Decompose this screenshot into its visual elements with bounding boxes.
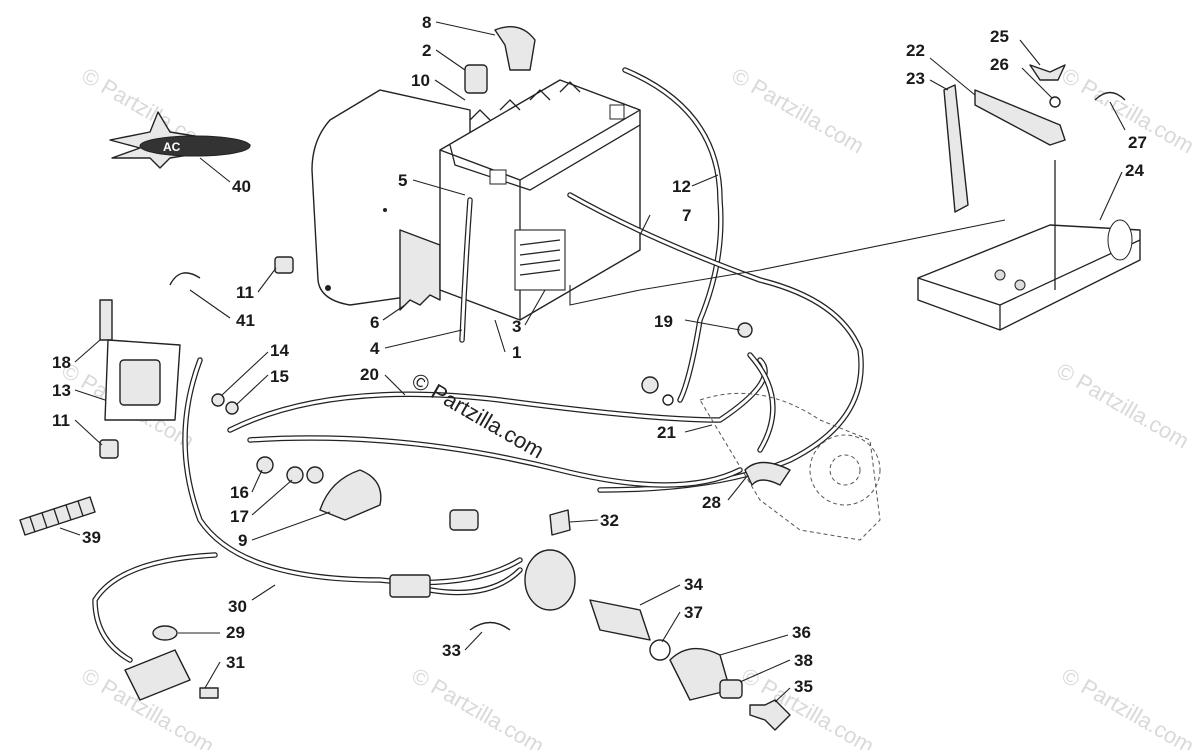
- callout-39: 39: [82, 528, 101, 547]
- main-cable-part: [227, 357, 768, 488]
- decal-logo-part: AC: [109, 111, 251, 169]
- washer-part: [211, 393, 225, 407]
- callout-9: 9: [238, 531, 247, 550]
- nut-part: [737, 322, 753, 338]
- callout-16: 16: [230, 483, 249, 502]
- positive-cable-part: [622, 67, 724, 403]
- ring-part: [469, 621, 511, 631]
- battery-part: [439, 79, 641, 321]
- starter-motor-reference: [699, 392, 881, 541]
- callout-18: 18: [52, 353, 71, 372]
- battery-tray-part: [917, 160, 1141, 331]
- callout-13: 13: [52, 381, 71, 400]
- callout-2: 2: [422, 41, 431, 60]
- callout-38: 38: [794, 651, 813, 670]
- logo-text: AC: [163, 140, 181, 154]
- callout-21: 21: [657, 423, 676, 442]
- callout-35: 35: [794, 677, 813, 696]
- callout-5: 5: [398, 171, 407, 190]
- callout-27: 27: [1128, 133, 1147, 152]
- watermark: © Partzilla.com: [408, 663, 549, 750]
- starter-cable-part: [747, 352, 776, 453]
- callout-3: 3: [512, 317, 521, 336]
- wiring-harness-part: [92, 357, 523, 663]
- callout-31: 31: [226, 653, 245, 672]
- retaining-ring-part: [1094, 91, 1126, 101]
- watermark: © Partzilla.com: [1058, 663, 1199, 750]
- hold-down-bracket-part: [943, 84, 969, 213]
- callout-7: 7: [682, 206, 691, 225]
- watermark-center: © Partzilla.com: [408, 368, 549, 464]
- nut-part: [306, 466, 324, 484]
- plug-part: [389, 574, 431, 598]
- tray-leader: [639, 219, 1006, 291]
- watermark: © Partzilla.com: [728, 63, 869, 159]
- wing-nut-part: [1029, 64, 1066, 81]
- solenoid-part: [99, 299, 181, 459]
- plug-part: [449, 509, 479, 531]
- callout-20: 20: [360, 365, 379, 384]
- fuse-part: [199, 687, 219, 699]
- callout-30: 30: [228, 597, 247, 616]
- ignition-switch-part: [524, 549, 651, 641]
- callout-26: 26: [990, 55, 1009, 74]
- vent-plug-part: [464, 64, 488, 94]
- callout-19: 19: [654, 312, 673, 331]
- ring-part: [169, 272, 201, 286]
- key-part: [749, 699, 791, 731]
- callout-24: 24: [1125, 161, 1144, 180]
- callout-33: 33: [442, 641, 461, 660]
- callout-14: 14: [270, 341, 289, 360]
- spring-part: [19, 496, 96, 536]
- nut-part: [274, 256, 294, 274]
- watermark: © Partzilla.com: [1053, 358, 1194, 454]
- callout-29: 29: [226, 623, 245, 642]
- callout-layer: 8 2 10 5 12 7 40 11 41 6 4 3 1: [52, 13, 1147, 703]
- callout-11: 11: [52, 411, 70, 430]
- callout-10: 10: [411, 71, 430, 90]
- callout-12: 12: [672, 177, 691, 196]
- callout-25: 25: [990, 27, 1009, 46]
- washer-part: [1049, 96, 1061, 108]
- nut-part: [719, 679, 743, 699]
- washer-part: [662, 394, 674, 406]
- hold-down-strap-part: [974, 89, 1066, 146]
- callout-15: 15: [270, 367, 289, 386]
- callout-1: 1: [512, 343, 521, 362]
- callout-17: 17: [230, 507, 249, 526]
- cable-clip-part: [744, 461, 791, 486]
- connector-part: [124, 649, 191, 701]
- fuse-holder-part: [549, 509, 571, 536]
- callout-23: 23: [906, 69, 925, 88]
- vent-hose-part: [459, 197, 473, 343]
- callout-41: 41: [236, 311, 255, 330]
- callout-32: 32: [600, 511, 619, 530]
- callout-37: 37: [684, 603, 703, 622]
- callout-8: 8: [422, 13, 431, 32]
- nut-part: [286, 466, 304, 484]
- ring-part: [649, 639, 671, 661]
- callout-34: 34: [684, 575, 703, 594]
- callout-22: 22: [906, 41, 925, 60]
- callout-11: 11: [236, 283, 254, 302]
- terminal-boot-part: [494, 26, 536, 71]
- washer-part: [256, 456, 274, 474]
- tray-leader: [569, 285, 641, 306]
- nut-part: [225, 401, 239, 415]
- nut-part: [641, 376, 659, 394]
- callout-28: 28: [702, 493, 721, 512]
- callout-36: 36: [792, 623, 811, 642]
- callout-4: 4: [370, 339, 380, 358]
- cap-part: [152, 625, 178, 641]
- negative-cable-part: [567, 192, 864, 493]
- callout-40: 40: [232, 177, 251, 196]
- callout-6: 6: [370, 313, 379, 332]
- terminal-boot-part: [319, 469, 382, 521]
